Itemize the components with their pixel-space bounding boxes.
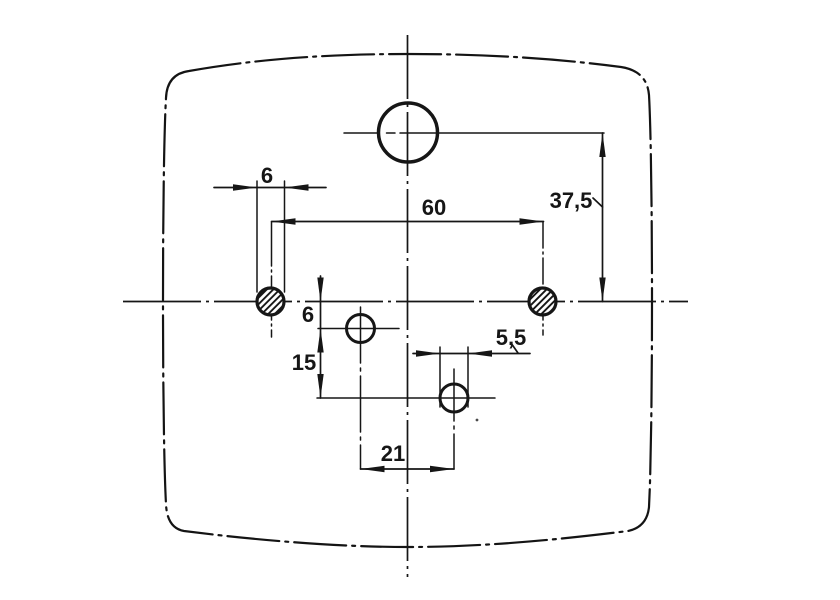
- artifact-dot: [475, 418, 479, 422]
- hatched-hole-left: [255, 286, 286, 317]
- dim-label-6-diameter: 6: [261, 163, 273, 188]
- arrow-right-icon: [233, 184, 257, 191]
- dim-small-hole-spacing: 21: [359, 441, 455, 473]
- arrow-right-icon: [416, 350, 440, 357]
- small-hole-lower: [438, 382, 470, 414]
- label-tick: [510, 342, 519, 354]
- arrow-down-icon: [317, 374, 324, 398]
- dim-large-hole-offset: 37,5: [550, 132, 606, 303]
- arrow-down-icon: [317, 277, 324, 302]
- dim-label-5-5: 5,5: [496, 325, 527, 350]
- arrow-left-icon: [284, 184, 309, 191]
- arrow-up-icon: [317, 328, 324, 353]
- arrow-down-icon: [599, 277, 606, 302]
- dim-label-37-5: 37,5: [550, 188, 593, 213]
- arrow-left-icon: [468, 350, 492, 357]
- lower-small-hole-centerlines: [316, 368, 496, 470]
- hatched-hole-right: [527, 286, 558, 317]
- dim-small-hole-offsets: 6 15: [292, 275, 324, 399]
- large-hole: [376, 101, 440, 164]
- label-tick: [592, 197, 604, 208]
- arrow-left-icon: [271, 218, 296, 225]
- dim-label-6-offset: 6: [302, 302, 314, 327]
- arrow-right-icon: [430, 465, 454, 473]
- dim-label-21: 21: [381, 441, 405, 466]
- dim-label-15: 15: [292, 350, 316, 375]
- small-hole-upper: [345, 313, 376, 344]
- upper-small-hole-centerlines: [317, 306, 400, 470]
- main-centerlines: [123, 35, 688, 577]
- arrow-up-icon: [599, 133, 606, 157]
- dim-label-60: 60: [422, 195, 446, 220]
- dim-hatched-hole-diameter: 6: [213, 163, 327, 293]
- arrow-right-icon: [519, 218, 544, 225]
- plate-outline: [161, 52, 654, 549]
- dim-small-hole-diameter: 5,5: [412, 325, 531, 408]
- arrow-left-icon: [360, 465, 385, 473]
